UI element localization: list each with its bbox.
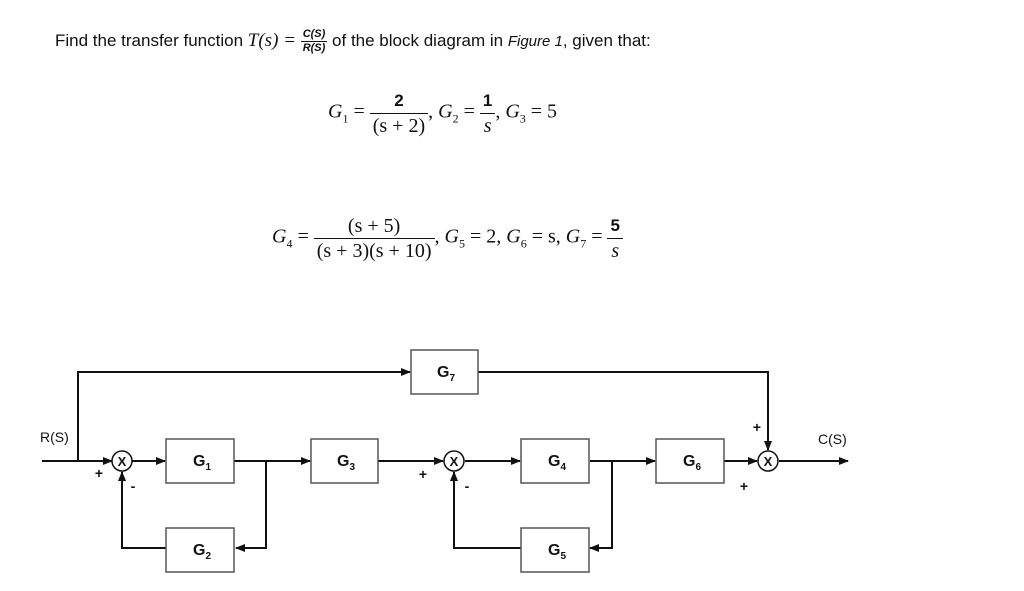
g4-symbol: G bbox=[272, 225, 287, 248]
g7-numerator: 5 bbox=[610, 216, 620, 235]
g6-value: = s, bbox=[531, 225, 561, 248]
g2-subscript: 2 bbox=[452, 111, 459, 126]
g7-fraction: 5 s bbox=[607, 213, 623, 263]
g5-value: = 2, bbox=[469, 225, 502, 248]
question-middle: of the block diagram in bbox=[332, 30, 504, 50]
g4-denominator: (s + 3)(s + 10) bbox=[316, 239, 432, 262]
g5-feedback-out-line bbox=[450, 471, 521, 549]
g5-symbol: G bbox=[444, 225, 459, 248]
g3-subscript: 3 bbox=[519, 111, 526, 126]
g1-symbol: G bbox=[328, 100, 343, 123]
sj3-bottom-plus-sign: + bbox=[740, 478, 748, 494]
summing-junction-3 bbox=[757, 450, 779, 472]
g1-numerator: 2 bbox=[394, 91, 404, 110]
fraction-numerator: C(S) bbox=[300, 28, 328, 42]
g3-symbol: G bbox=[505, 100, 520, 123]
g4-subscript: 4 bbox=[286, 236, 293, 251]
g2-feedback-out-line bbox=[118, 471, 166, 549]
fraction-denominator: R(S) bbox=[302, 42, 326, 54]
input-label: R(S) bbox=[40, 429, 69, 445]
g4-numerator: (s + 5) bbox=[313, 214, 435, 239]
block-g6 bbox=[655, 438, 725, 484]
feedforward-to-g7-line bbox=[77, 368, 411, 461]
question-prefix: Find the transfer function bbox=[55, 30, 244, 50]
g7-symbol: G bbox=[565, 225, 581, 248]
sj2-plus-sign: + bbox=[419, 466, 427, 482]
given-equation-line-2: G4 = (s + 5) (s + 3)(s + 10) , G5 = 2, G… bbox=[272, 213, 623, 263]
g2-denominator: s bbox=[483, 115, 492, 137]
sj1-minus-sign: - bbox=[131, 478, 136, 494]
sj1-plus-sign: + bbox=[95, 465, 103, 481]
block-g4 bbox=[520, 438, 590, 484]
given-equation-line-1: G1 = 2 (s + 2) , G2 = 1 s , G3 = 5 bbox=[328, 88, 557, 138]
g2-fraction: 1 s bbox=[479, 88, 496, 138]
block-g2 bbox=[165, 527, 235, 573]
junction-1-symbol: X bbox=[118, 454, 127, 469]
block-g5-label: G5 bbox=[548, 542, 566, 562]
g5-subscript: 5 bbox=[458, 236, 465, 251]
g7-output-line bbox=[478, 371, 772, 451]
g6-symbol: G bbox=[506, 225, 521, 248]
sj2-minus-sign: - bbox=[465, 478, 470, 494]
block-g3 bbox=[310, 438, 379, 484]
summing-junction-1 bbox=[111, 450, 133, 472]
summing-junction-2 bbox=[443, 450, 465, 472]
block-g7 bbox=[410, 349, 479, 395]
output-over-input-fraction: C(S) R(S) bbox=[300, 28, 328, 55]
output-label: C(S) bbox=[818, 431, 847, 447]
block-g5 bbox=[520, 527, 590, 573]
block-g4-label: G4 bbox=[548, 453, 566, 473]
block-g1-label: G1 bbox=[193, 453, 211, 473]
transfer-function-symbol: T(s) = bbox=[247, 29, 296, 51]
g4-fraction: (s + 5) (s + 3)(s + 10) bbox=[313, 214, 435, 263]
junction-3-symbol: X bbox=[764, 454, 773, 469]
g2-symbol: G bbox=[438, 100, 453, 123]
g7-denominator: s bbox=[611, 240, 620, 262]
g3-value: = 5 bbox=[530, 100, 558, 123]
block-g3-label: G3 bbox=[337, 453, 355, 473]
figure-reference: Figure 1 bbox=[507, 32, 563, 50]
g1-denominator: (s + 2) bbox=[372, 115, 426, 137]
block-g6-label: G6 bbox=[683, 453, 701, 473]
g6-subscript: 6 bbox=[520, 236, 527, 251]
g1-fraction: 2 (s + 2) bbox=[369, 88, 429, 138]
block-g7-label: G7 bbox=[437, 364, 455, 384]
block-g2-label: G2 bbox=[193, 542, 211, 562]
block-g1 bbox=[165, 438, 235, 484]
g2-feedback-in-line bbox=[235, 461, 267, 552]
g5-feedback-in-line bbox=[589, 461, 613, 552]
sj3-top-plus-sign: + bbox=[753, 419, 761, 435]
g1-subscript: 1 bbox=[342, 111, 349, 126]
g2-numerator: 1 bbox=[482, 91, 493, 110]
question-text: Find the transfer function T(s) = C(S) R… bbox=[55, 28, 651, 55]
question-suffix: , given that: bbox=[562, 30, 651, 50]
g7-subscript: 7 bbox=[580, 236, 587, 251]
junction-2-symbol: X bbox=[450, 454, 459, 469]
